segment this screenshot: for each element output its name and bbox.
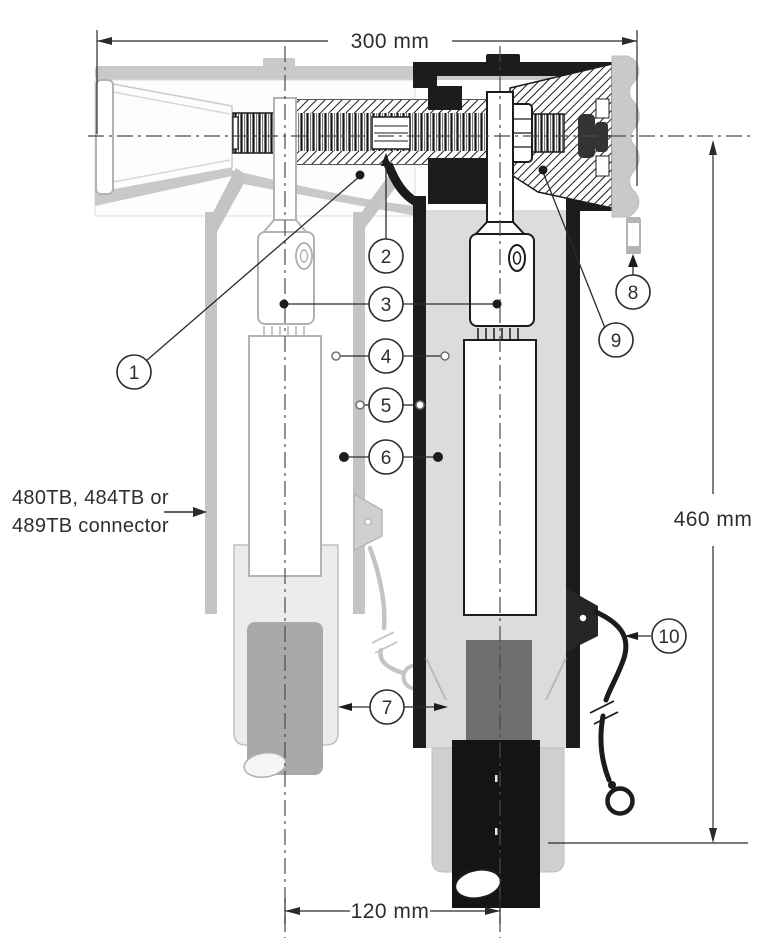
callout-9: 9 <box>598 322 634 358</box>
active-earth-wire-lower <box>598 713 612 783</box>
dimension-label-top: 300 mm <box>351 30 430 53</box>
callout-6: 6 <box>368 439 404 475</box>
arrowhead-up <box>709 140 717 155</box>
callout-1-number: 1 <box>129 363 140 384</box>
active-crimp-marks <box>477 328 519 340</box>
active-ring-neck <box>608 781 616 789</box>
arrowhead-right <box>485 907 500 915</box>
active-connector-body <box>383 54 641 908</box>
active-cable-semicon <box>466 640 532 745</box>
active-wall-right <box>566 198 580 748</box>
active-lug-body <box>469 233 535 327</box>
stud-housing-hatch-top <box>296 100 506 113</box>
callout-2-number: 2 <box>381 247 392 268</box>
active-inner-block-upper <box>428 86 462 110</box>
callout-2: 2 <box>368 238 404 274</box>
ghost-earth-wire-lower <box>378 647 406 676</box>
centerline-tick-on-jacket <box>495 775 498 782</box>
ghost-underside-band <box>95 166 232 206</box>
connector-note-line1: 480TB, 484TB or <box>12 487 169 509</box>
ghost-bushing-trumpet <box>95 79 233 195</box>
ghost-cable-lug <box>257 97 315 336</box>
active-wire-break-mark <box>593 711 619 725</box>
dimension-top-300mm: 300 mm <box>96 30 638 186</box>
ghost-cable-end-face <box>243 752 287 778</box>
dimension-right-460mm: 460 mm <box>548 140 753 844</box>
active-cable-end-face <box>454 868 502 900</box>
callout-10: 10 <box>651 618 687 654</box>
leader-9 <box>542 171 606 329</box>
connector-note-line2: 489TB connector <box>12 515 169 537</box>
callout-7: 7 <box>369 689 405 725</box>
callout-7-number: 7 <box>382 698 393 719</box>
arrowhead-down <box>709 828 717 843</box>
ghost-flare-left <box>205 168 248 232</box>
callout-1: 1 <box>116 354 152 390</box>
arrowhead-left <box>285 907 300 915</box>
ghost-wire-break-mark <box>374 641 398 654</box>
callout-balloons: 1 2 3 4 5 6 7 8 <box>116 238 687 725</box>
stud-thread-right <box>531 113 565 153</box>
centerlines <box>88 46 753 938</box>
stud-end-cap <box>232 116 239 150</box>
note-arrowhead <box>193 507 207 517</box>
callout-4-number: 4 <box>381 347 392 368</box>
plug-cutout-upper <box>595 98 610 119</box>
active-wire-break-mark <box>589 700 615 714</box>
ghost-tube-wall-left <box>205 212 217 614</box>
callout-3: 3 <box>368 286 404 322</box>
ghost-tube-wall-right <box>353 212 365 614</box>
active-inner-block-lower <box>428 158 486 204</box>
active-top-tab <box>486 54 520 64</box>
plug-cutout-lower <box>595 155 610 177</box>
connector-note: 480TB, 484TB or 489TB connector <box>12 487 207 537</box>
active-clamp-hole <box>579 614 587 622</box>
active-top-step <box>413 76 437 88</box>
sheath-taper-left <box>425 657 447 701</box>
callout-4: 4 <box>368 338 404 374</box>
arrowhead-left <box>97 37 112 45</box>
callout-10-number: 10 <box>658 627 679 648</box>
active-wall-left <box>413 196 426 748</box>
sheath-taper-right <box>545 657 567 701</box>
stud-exposed-thread <box>232 112 276 154</box>
arrowhead-right <box>622 37 637 45</box>
ghost-wire-break-mark <box>371 631 395 644</box>
dimension-label-right: 460 mm <box>674 508 753 531</box>
leader-1 <box>145 175 361 362</box>
callout-leaders <box>145 153 651 711</box>
active-earth-wire-upper <box>593 609 629 703</box>
centerline-tick-on-jacket <box>495 828 498 835</box>
callout-5: 5 <box>368 387 404 423</box>
ghost-top-tab <box>263 58 295 68</box>
test-point-stem <box>595 122 608 152</box>
dimension-label-bottom: 120 mm <box>351 900 430 923</box>
ghost-flare-right <box>353 176 398 228</box>
dimension-bottom-120mm: 120 mm <box>284 898 501 924</box>
ghost-clamp-hole <box>364 518 372 526</box>
callout-8-number: 8 <box>628 283 639 304</box>
callout-5-number: 5 <box>381 396 392 417</box>
callout-9-number: 9 <box>611 331 622 352</box>
callout-6-number: 6 <box>381 448 392 469</box>
ghost-earth-wire-upper <box>367 545 387 631</box>
active-ring-terminal <box>605 786 635 816</box>
callout-3-number: 3 <box>381 295 392 316</box>
ghost-crimp-marks <box>263 326 305 336</box>
callout-8: 8 <box>615 274 651 310</box>
